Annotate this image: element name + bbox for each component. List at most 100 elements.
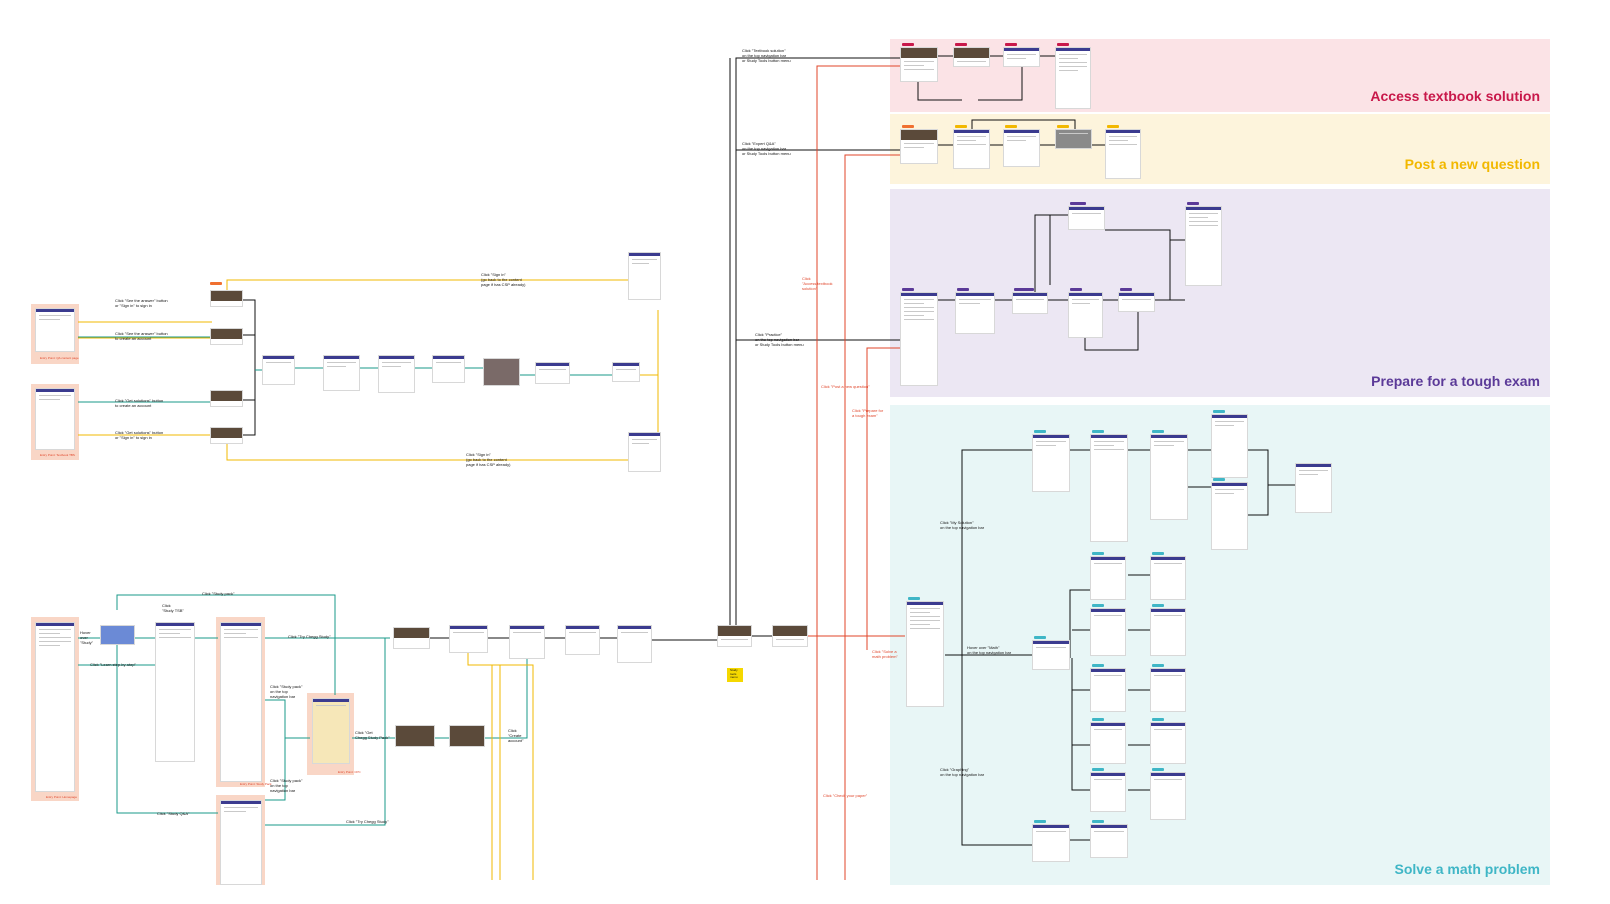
tag <box>1092 664 1104 667</box>
screen-thumbnail[interactable] <box>35 308 75 352</box>
screen-thumbnail[interactable] <box>1003 47 1040 67</box>
screen-thumbnail[interactable] <box>1055 129 1092 149</box>
screen-thumbnail[interactable] <box>210 427 243 444</box>
screen-thumbnail[interactable] <box>1211 414 1248 478</box>
note-my-solution: Click "My Solution" on the top navigatio… <box>940 520 985 530</box>
screen-thumbnail[interactable] <box>612 362 640 382</box>
screen-thumbnail[interactable] <box>1150 668 1186 712</box>
screen-thumbnail[interactable] <box>1012 292 1048 314</box>
screen-thumbnail[interactable] <box>906 601 944 707</box>
screen-thumbnail[interactable] <box>1105 129 1141 179</box>
screen-thumbnail[interactable] <box>1150 722 1186 764</box>
screen-thumbnail[interactable] <box>220 622 262 782</box>
screen-thumbnail[interactable] <box>1068 292 1103 338</box>
screen-thumbnail[interactable] <box>565 625 600 655</box>
screen-thumbnail[interactable] <box>1150 556 1186 600</box>
tag <box>1034 636 1046 639</box>
screen-thumbnail[interactable] <box>628 252 661 300</box>
screen-thumbnail[interactable] <box>1090 608 1126 656</box>
tag <box>1014 288 1034 291</box>
screen-thumbnail[interactable] <box>509 625 545 659</box>
screen-thumbnail[interactable] <box>155 622 195 762</box>
tag <box>1092 604 1104 607</box>
screen-thumbnail[interactable] <box>1032 824 1070 862</box>
screen-thumbnail[interactable] <box>535 362 570 384</box>
tag <box>1152 604 1164 607</box>
note-study-pack-nav2: Click "Study pack" on the top navigation… <box>270 778 303 793</box>
screen-thumbnail[interactable] <box>1068 206 1105 230</box>
lane-question: Post a new question <box>890 114 1550 184</box>
lane-exam: Prepare for a tough exam <box>890 189 1550 397</box>
screen-thumbnail[interactable] <box>617 625 652 663</box>
tag <box>1057 125 1069 128</box>
tag <box>902 43 914 46</box>
tag <box>1092 430 1104 433</box>
screen-thumbnail[interactable] <box>1032 640 1070 670</box>
screen-thumbnail[interactable] <box>1090 772 1126 812</box>
tag <box>1213 478 1225 481</box>
tag <box>1092 820 1104 823</box>
tag <box>955 43 967 46</box>
screen-thumbnail[interactable] <box>1118 292 1155 312</box>
lane-title-question: Post a new question <box>1404 156 1540 172</box>
screen-thumbnail[interactable] <box>955 292 995 334</box>
screen-thumbnail[interactable] <box>772 625 808 647</box>
tag <box>908 597 920 600</box>
screen-thumbnail[interactable] <box>449 625 488 653</box>
screen-thumbnail[interactable] <box>1150 772 1186 820</box>
screen-thumbnail[interactable] <box>312 698 350 764</box>
tag <box>1152 430 1164 433</box>
screen-thumbnail[interactable] <box>432 355 465 383</box>
entry-label-studypack: Entry Point: Study Pack <box>240 782 272 786</box>
note-textbook-solution: Click "Textbook solution" on the top nav… <box>742 48 791 63</box>
screen-thumbnail[interactable] <box>100 625 135 645</box>
screen-thumbnail[interactable] <box>210 390 243 407</box>
screen-thumbnail[interactable] <box>1295 463 1332 513</box>
tag <box>955 125 967 128</box>
screen-thumbnail[interactable] <box>1150 608 1186 656</box>
screen-thumbnail[interactable] <box>220 800 262 885</box>
tag <box>902 125 914 128</box>
screen-thumbnail[interactable] <box>628 432 661 472</box>
screen-thumbnail[interactable] <box>262 355 295 385</box>
screen-thumbnail[interactable] <box>1090 434 1128 542</box>
screen-thumbnail[interactable] <box>1032 434 1070 492</box>
screen-thumbnail[interactable] <box>395 725 435 747</box>
screen-thumbnail[interactable] <box>900 292 938 386</box>
screen-thumbnail[interactable] <box>393 627 430 649</box>
tag <box>957 288 969 291</box>
screen-thumbnail[interactable] <box>1090 824 1128 858</box>
screen-thumbnail[interactable] <box>483 358 520 386</box>
note-hover-math: Hover over "Math" on the top navigation … <box>967 645 1012 655</box>
screen-thumbnail[interactable] <box>1055 47 1091 109</box>
screen-thumbnail[interactable] <box>900 47 938 82</box>
screen-thumbnail[interactable] <box>953 47 990 67</box>
screen-thumbnail[interactable] <box>717 625 752 647</box>
screen-thumbnail[interactable] <box>1003 129 1040 167</box>
tag <box>1034 430 1046 433</box>
screen-thumbnail[interactable] <box>953 129 990 169</box>
screen-thumbnail[interactable] <box>1090 556 1126 600</box>
screen-thumbnail[interactable] <box>449 725 485 747</box>
screen-thumbnail[interactable] <box>35 622 75 792</box>
screen-thumbnail[interactable] <box>1150 434 1188 520</box>
lane-title-math: Solve a math problem <box>1394 861 1540 877</box>
note-study-tsb: Click "Study TSB" <box>162 603 184 613</box>
note-signin-bottom: Click "Sign in" (go back to the content … <box>466 452 511 467</box>
screen-thumbnail[interactable] <box>378 355 415 393</box>
screen-thumbnail[interactable] <box>35 388 75 450</box>
screen-thumbnail[interactable] <box>1211 482 1248 550</box>
screen-thumbnail[interactable] <box>210 290 243 307</box>
screen-thumbnail[interactable] <box>210 328 243 345</box>
screen-thumbnail[interactable] <box>1090 722 1126 764</box>
tag <box>1152 664 1164 667</box>
tag <box>1107 125 1119 128</box>
screen-thumbnail[interactable] <box>323 355 360 391</box>
screen-thumbnail[interactable] <box>900 129 938 164</box>
note-get-study-pack: Click "Get Chegg Study Pack" <box>355 730 390 740</box>
note-expert-qa: Click "Expert Q&A" on the top navigation… <box>742 141 791 156</box>
screen-thumbnail[interactable] <box>1185 206 1222 286</box>
screen-thumbnail[interactable] <box>1090 668 1126 712</box>
tag <box>1213 410 1225 413</box>
tag <box>1092 718 1104 721</box>
